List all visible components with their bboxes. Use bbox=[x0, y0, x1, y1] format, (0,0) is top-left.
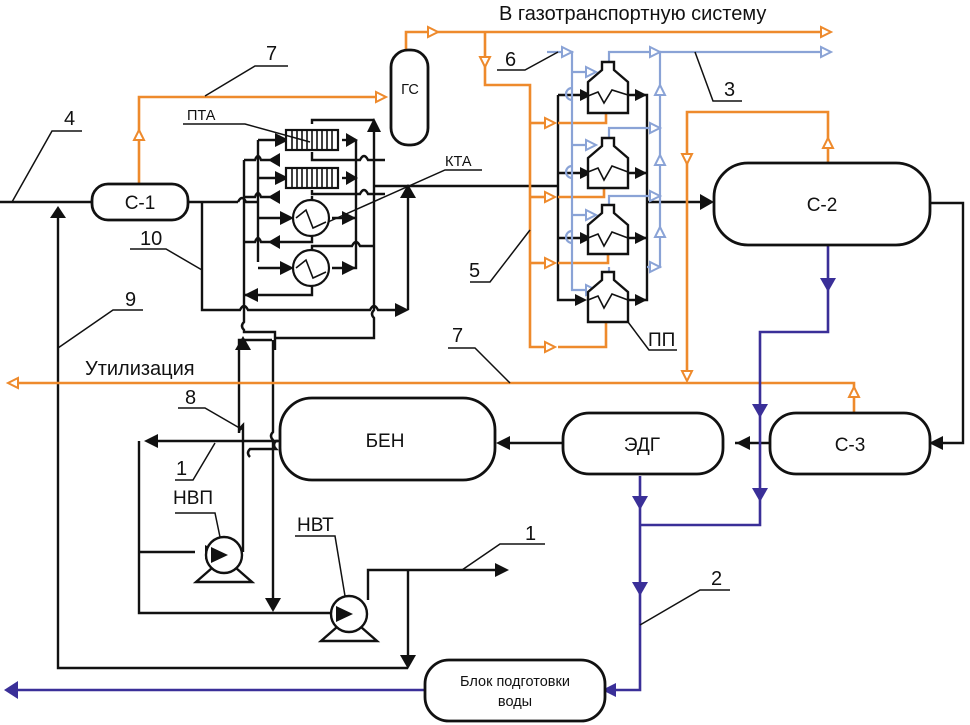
pump-nvt[interactable] bbox=[317, 594, 381, 643]
furnace-3[interactable] bbox=[586, 203, 630, 256]
stream-number-10: 10 bbox=[140, 228, 162, 250]
furnace-2[interactable] bbox=[586, 136, 630, 190]
water-line-c2 bbox=[640, 245, 830, 527]
leader-lines bbox=[11, 51, 742, 626]
separator-c3[interactable]: С-3 bbox=[768, 411, 932, 476]
arrow-into-ben bbox=[496, 436, 510, 450]
gas-to-transport-line bbox=[404, 30, 830, 52]
recycle-line-9 bbox=[56, 210, 408, 670]
stream-number-3: 3 bbox=[724, 79, 735, 101]
gas-arrowheads bbox=[5, 25, 861, 398]
stream-number-6: 6 bbox=[505, 49, 516, 71]
pump-nvt-discharge-line bbox=[366, 568, 495, 600]
utilization-line-7 bbox=[10, 381, 856, 412]
stream-number-1-left: 1 bbox=[176, 458, 187, 480]
separator-c2-label: С-2 bbox=[807, 195, 838, 216]
dehydrator-edg[interactable]: ЭДГ bbox=[561, 411, 725, 476]
gas-separator-label: ГС bbox=[401, 82, 419, 98]
shell-heat-exchanger-2[interactable] bbox=[291, 248, 331, 288]
separator-c1-label: С-1 bbox=[125, 193, 156, 214]
kta-label: КТА bbox=[445, 154, 472, 170]
water-treatment-label-line1: Блок подготовки bbox=[460, 674, 570, 690]
tubular-heat-exchanger-1[interactable] bbox=[284, 128, 340, 152]
arrow-into-c3 bbox=[929, 436, 943, 450]
furnace-4[interactable] bbox=[586, 270, 630, 324]
stream-number-2: 2 bbox=[711, 568, 722, 590]
water-treatment-block[interactable]: Блок подготовки воды bbox=[423, 658, 607, 723]
utilization-label: Утилизация bbox=[85, 358, 195, 380]
separator-c2[interactable]: С-2 bbox=[712, 161, 932, 247]
dehydrator-label: ЭДГ bbox=[624, 435, 660, 456]
water-line-2 bbox=[605, 476, 642, 692]
stream-number-9: 9 bbox=[125, 289, 136, 311]
fuel-gas-arrowheads bbox=[561, 45, 834, 297]
oil-arrowheads bbox=[50, 89, 943, 669]
gas-separator-gs[interactable]: ГС bbox=[389, 48, 430, 147]
stream-number-1-right: 1 bbox=[525, 523, 536, 545]
labels: В газотранспортную систему Утилизация ПТ… bbox=[64, 3, 766, 590]
water-lines bbox=[15, 245, 830, 692]
separator-c3-label: С-3 bbox=[835, 435, 866, 456]
furnace-1[interactable] bbox=[586, 60, 630, 115]
pump-nvp-label: НВП bbox=[173, 488, 213, 509]
oil-tank-label: БЕН bbox=[366, 431, 405, 452]
stream-number-5: 5 bbox=[469, 260, 480, 282]
tubular-heat-exchanger-2[interactable] bbox=[284, 166, 340, 190]
pta-label: ПТА bbox=[187, 108, 216, 124]
arrow-into-c2 bbox=[700, 194, 714, 210]
oil-tank-ben[interactable]: БЕН bbox=[278, 396, 497, 482]
stream-number-7-mid: 7 bbox=[452, 325, 463, 347]
gas-transport-label: В газотранспортную систему bbox=[499, 3, 766, 25]
shell-heat-exchanger-1[interactable] bbox=[291, 198, 331, 238]
water-treatment-label-line2: воды bbox=[498, 694, 532, 710]
pump-nvp-discharge-8 bbox=[237, 338, 272, 552]
gas-lines bbox=[10, 30, 856, 412]
water-arrowheads bbox=[4, 278, 836, 699]
stream-number-4: 4 bbox=[64, 108, 75, 130]
pump-nvp[interactable] bbox=[192, 535, 256, 584]
stream-number-7-top: 7 bbox=[266, 43, 277, 65]
pump-nvt-label: НВТ bbox=[297, 515, 334, 536]
c2-to-c3-line bbox=[930, 201, 965, 445]
stream-number-8: 8 bbox=[185, 387, 196, 409]
arrow-into-edg bbox=[736, 436, 750, 450]
furnaces-label: ПП bbox=[648, 330, 675, 351]
gas-line-7-c1-to-gs bbox=[137, 95, 385, 186]
bypass-line-10 bbox=[200, 202, 395, 312]
separator-c1[interactable]: С-1 bbox=[90, 182, 190, 222]
fuel-gas-line-6 bbox=[547, 50, 595, 292]
